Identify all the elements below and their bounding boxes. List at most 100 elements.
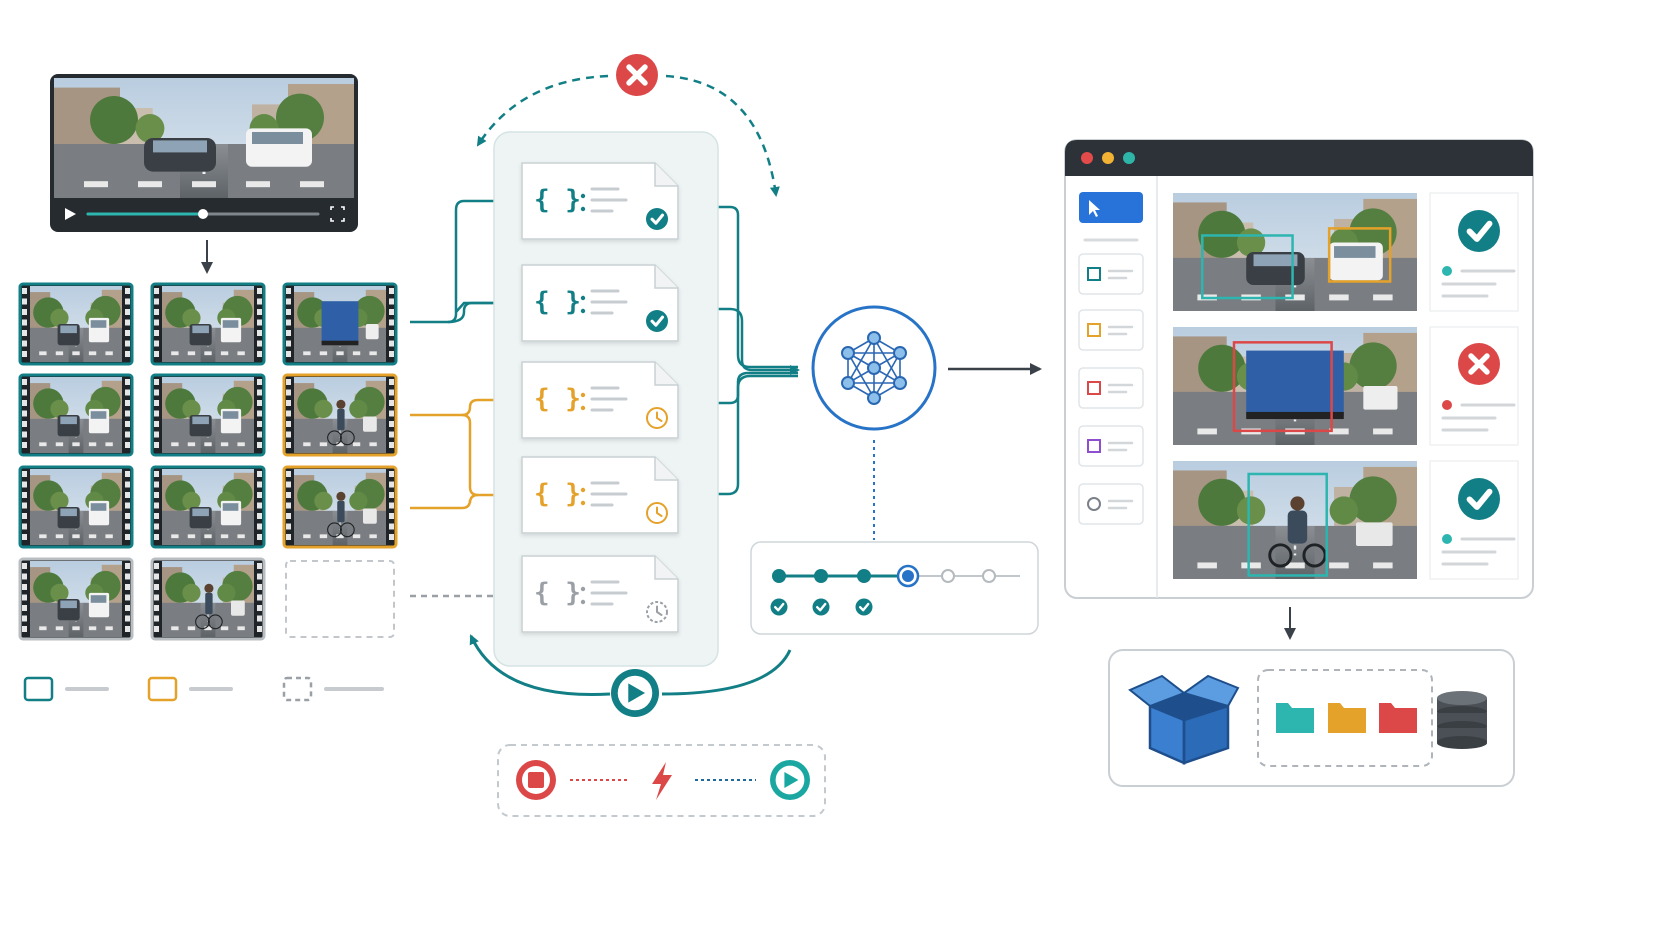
annotation-document[interactable]: { }: [521, 162, 679, 240]
crosswalk-stripe: [88, 534, 97, 539]
player-controls: [65, 206, 345, 222]
result-row[interactable]: [1173, 192, 1519, 312]
crosswalk-stripe: [319, 351, 328, 356]
json-colon-dot: [580, 193, 586, 199]
cross-mark: [626, 64, 648, 86]
scene-content: [30, 469, 122, 545]
annotation-document[interactable]: { }: [521, 264, 679, 342]
sprocket-hole: [257, 309, 262, 315]
folder-shape: [1379, 703, 1417, 733]
retry-loop-left: [476, 74, 609, 147]
graph-edge: [873, 337, 901, 384]
crosswalk-stripe: [336, 351, 344, 356]
folder-icon[interactable]: [1276, 703, 1314, 733]
sprocket-hole: [286, 330, 291, 336]
document-fold: [654, 362, 678, 386]
frame-thumbnail[interactable]: [282, 465, 398, 549]
road-left: [294, 510, 333, 545]
sprocket-hole: [22, 615, 27, 622]
window-control-dot[interactable]: [1102, 152, 1114, 164]
frame-thumbnail[interactable]: [150, 465, 266, 549]
cursor-tool-button[interactable]: [1079, 192, 1143, 223]
sprocket-hole: [22, 513, 27, 519]
sprocket-hole: [125, 288, 130, 294]
folder-icon[interactable]: [1379, 703, 1417, 733]
sprocket-hole: [389, 502, 394, 509]
model-node[interactable]: [811, 305, 937, 431]
crosswalk-stripe: [246, 181, 270, 188]
source-video-player[interactable]: [50, 74, 358, 232]
window-control-dot[interactable]: [1081, 152, 1093, 164]
frame-thumbnail[interactable]: [282, 373, 398, 457]
frame-thumbnail[interactable]: [18, 465, 134, 549]
box-flap-right: [1181, 674, 1240, 708]
car: [231, 600, 245, 616]
status-dot: [1442, 400, 1452, 410]
crosswalk-stripe: [105, 626, 113, 631]
crosswalk-stripe: [72, 534, 80, 539]
frame-thumbnail[interactable]: [18, 373, 134, 457]
stop-icon[interactable]: [516, 760, 556, 800]
scene-content: [162, 377, 254, 453]
frame-thumbnail[interactable]: [150, 282, 266, 366]
sprocket-hole: [125, 442, 130, 448]
result-row[interactable]: [1173, 326, 1519, 446]
pipeline-controls: [497, 744, 826, 817]
connector-layer: [201, 74, 1296, 696]
review-window: [1064, 139, 1534, 599]
tree: [1198, 478, 1246, 526]
frame-thumbnail[interactable]: [18, 557, 134, 641]
cyclist-head: [1290, 496, 1305, 511]
cyclist-body: [1287, 510, 1308, 544]
close-icon: [1458, 343, 1500, 385]
sprocket-hole: [22, 298, 27, 305]
frame-thumbnail[interactable]: [18, 282, 134, 366]
result-row[interactable]: [1173, 460, 1519, 580]
van-window: [222, 411, 239, 419]
tool-button[interactable]: [1078, 425, 1144, 467]
sprocket-hole: [154, 615, 159, 622]
play-icon[interactable]: [611, 669, 659, 717]
fullscreen-icon[interactable]: [330, 206, 345, 222]
sprocket-hole: [257, 330, 262, 336]
tool-button[interactable]: [1078, 367, 1144, 409]
tool-button[interactable]: [1078, 253, 1144, 295]
car-window: [60, 416, 77, 425]
graph-edge: [873, 352, 901, 399]
sprocket-hole: [286, 351, 291, 357]
legend-item-pending: [147, 676, 233, 702]
folder-icon[interactable]: [1328, 703, 1366, 733]
sprocket-hole: [286, 523, 291, 530]
frame-thumbnail[interactable]: [282, 282, 398, 366]
frame-thumbnail[interactable]: [285, 560, 395, 638]
tree: [50, 583, 69, 603]
window-control-dot[interactable]: [1123, 152, 1135, 164]
seek-handle[interactable]: [198, 209, 208, 219]
progress-step-current-dot: [902, 570, 914, 582]
sprocket-hole: [22, 442, 27, 448]
tool-button[interactable]: [1078, 309, 1144, 351]
sprocket-hole: [22, 563, 27, 569]
crosswalk-stripe: [171, 534, 179, 539]
frame-thumbnail[interactable]: [150, 373, 266, 457]
annotation-document[interactable]: { }: [521, 555, 679, 633]
play-icon[interactable]: [65, 208, 76, 220]
progress-step-done: [814, 569, 828, 583]
database-top: [1437, 691, 1487, 705]
sprocket-hole: [257, 626, 262, 632]
frame-thumbnail[interactable]: [150, 557, 266, 641]
annotation-document[interactable]: { }: [521, 361, 679, 439]
road-left: [1173, 525, 1276, 579]
tree: [1349, 476, 1397, 524]
sprocket-hole: [286, 288, 291, 294]
json-colon-dot: [580, 500, 586, 506]
crosswalk-stripe: [39, 442, 47, 447]
crosswalk-stripe: [171, 626, 179, 631]
tool-button[interactable]: [1078, 483, 1144, 525]
circle-tool-icon: [1087, 497, 1101, 511]
graph-edge: [847, 352, 875, 399]
sprocket-hole: [154, 502, 159, 509]
play-icon[interactable]: [770, 760, 810, 800]
annotation-document[interactable]: { }: [521, 456, 679, 534]
sprocket-hole: [125, 319, 130, 326]
